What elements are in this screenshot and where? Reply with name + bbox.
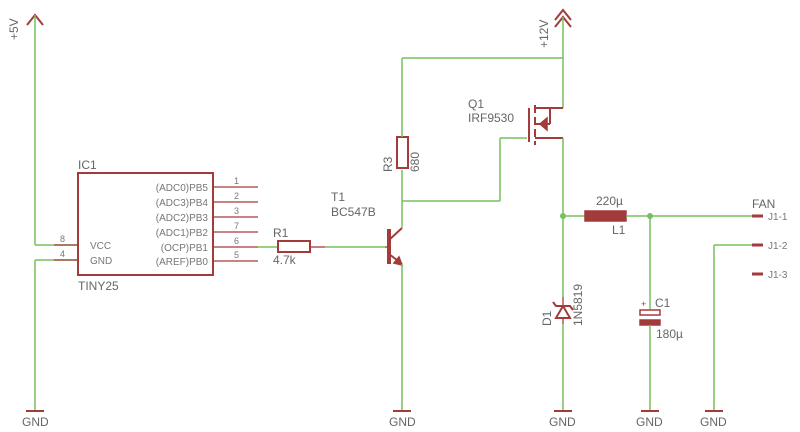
ground-fan-label: GND bbox=[700, 415, 727, 429]
ic1-pin-num: 8 bbox=[60, 234, 65, 244]
ic1-pin-num: 6 bbox=[234, 236, 239, 246]
fan-title: FAN bbox=[752, 197, 775, 211]
ground-t1-label: GND bbox=[389, 415, 416, 429]
ic1-pin-label: (OCP)PB1 bbox=[161, 243, 209, 254]
ic1-name: IC1 bbox=[78, 158, 97, 172]
inductor-l1[interactable]: 220µ L1 bbox=[584, 194, 627, 237]
ic1-pin-num: 2 bbox=[234, 191, 239, 201]
ground-c1-label: GND bbox=[636, 415, 663, 429]
ground-fan: GND bbox=[700, 410, 727, 429]
ic1-pin-label: (ADC0)PB5 bbox=[156, 183, 209, 194]
fan-pin-label: J1-1 bbox=[768, 212, 788, 223]
d1-value: 1N5819 bbox=[571, 284, 585, 326]
ground-c1: GND bbox=[636, 410, 663, 429]
ic1-value: TINY25 bbox=[78, 279, 119, 293]
r3-value: 680 bbox=[408, 152, 422, 172]
ic1-pin-num: 3 bbox=[234, 206, 239, 216]
c1-value: 180µ bbox=[656, 327, 683, 341]
supply-5v-label: +5V bbox=[7, 18, 21, 40]
ic1-pin-label: (AREF)PB0 bbox=[156, 257, 209, 268]
r1-name: R1 bbox=[273, 226, 289, 240]
ic1-pin-num: 1 bbox=[234, 176, 239, 186]
resistor-r1[interactable]: R1 4.7k bbox=[273, 226, 325, 267]
l1-name: L1 bbox=[612, 223, 626, 237]
ic1-pin-num: 7 bbox=[234, 221, 239, 231]
t1-name: T1 bbox=[331, 190, 345, 204]
c1-polarity: + bbox=[641, 299, 646, 309]
mosfet-q1[interactable]: Q1 IRF9530 bbox=[468, 97, 563, 145]
ic1-pin-num: 4 bbox=[60, 249, 65, 259]
fan-pin-label: J1-2 bbox=[768, 241, 788, 252]
supply-12v-label: +12V bbox=[537, 20, 551, 48]
supply-12v: +12V bbox=[537, 8, 572, 108]
ground-left-label: GND bbox=[22, 415, 49, 429]
t1-value: BC547B bbox=[331, 205, 376, 219]
supply-5v: +5V bbox=[7, 13, 78, 246]
d1-name: D1 bbox=[540, 310, 554, 326]
ic1-pin-label: (ADC3)PB4 bbox=[156, 198, 209, 209]
capacitor-c1[interactable]: + C1 180µ bbox=[639, 296, 683, 341]
fan-connector-j1[interactable]: FAN J1-1 J1-2 J1-3 bbox=[752, 197, 788, 281]
ground-d1-label: GND bbox=[549, 415, 576, 429]
ic1-pin-label: (ADC2)PB3 bbox=[156, 213, 209, 224]
ground-d1: GND bbox=[549, 410, 576, 429]
ic1-pin-label: VCC bbox=[90, 241, 111, 252]
diode-d1[interactable]: D1 1N5819 bbox=[540, 284, 585, 326]
q1-value: IRF9530 bbox=[468, 111, 514, 125]
q1-name: Q1 bbox=[468, 97, 484, 111]
ic1-pin-label: (ADC1)PB2 bbox=[156, 228, 209, 239]
c1-name: C1 bbox=[655, 296, 671, 310]
resistor-r3[interactable]: R3 680 bbox=[381, 136, 422, 172]
r1-value: 4.7k bbox=[273, 253, 297, 267]
r3-name: R3 bbox=[381, 156, 395, 172]
ic1-pin-num: 5 bbox=[234, 250, 239, 260]
ground-t1: GND bbox=[389, 410, 416, 429]
ic1[interactable]: IC1 TINY25 8 4 VCC GND (ADC0)PB5 (ADC3)P… bbox=[54, 158, 258, 293]
ground-left: GND bbox=[22, 259, 78, 429]
ic1-pin-label: GND bbox=[90, 256, 112, 267]
l1-value: 220µ bbox=[596, 194, 623, 208]
transistor-t1[interactable]: T1 BC547B bbox=[331, 190, 404, 267]
fan-pin-label: J1-3 bbox=[768, 270, 788, 281]
